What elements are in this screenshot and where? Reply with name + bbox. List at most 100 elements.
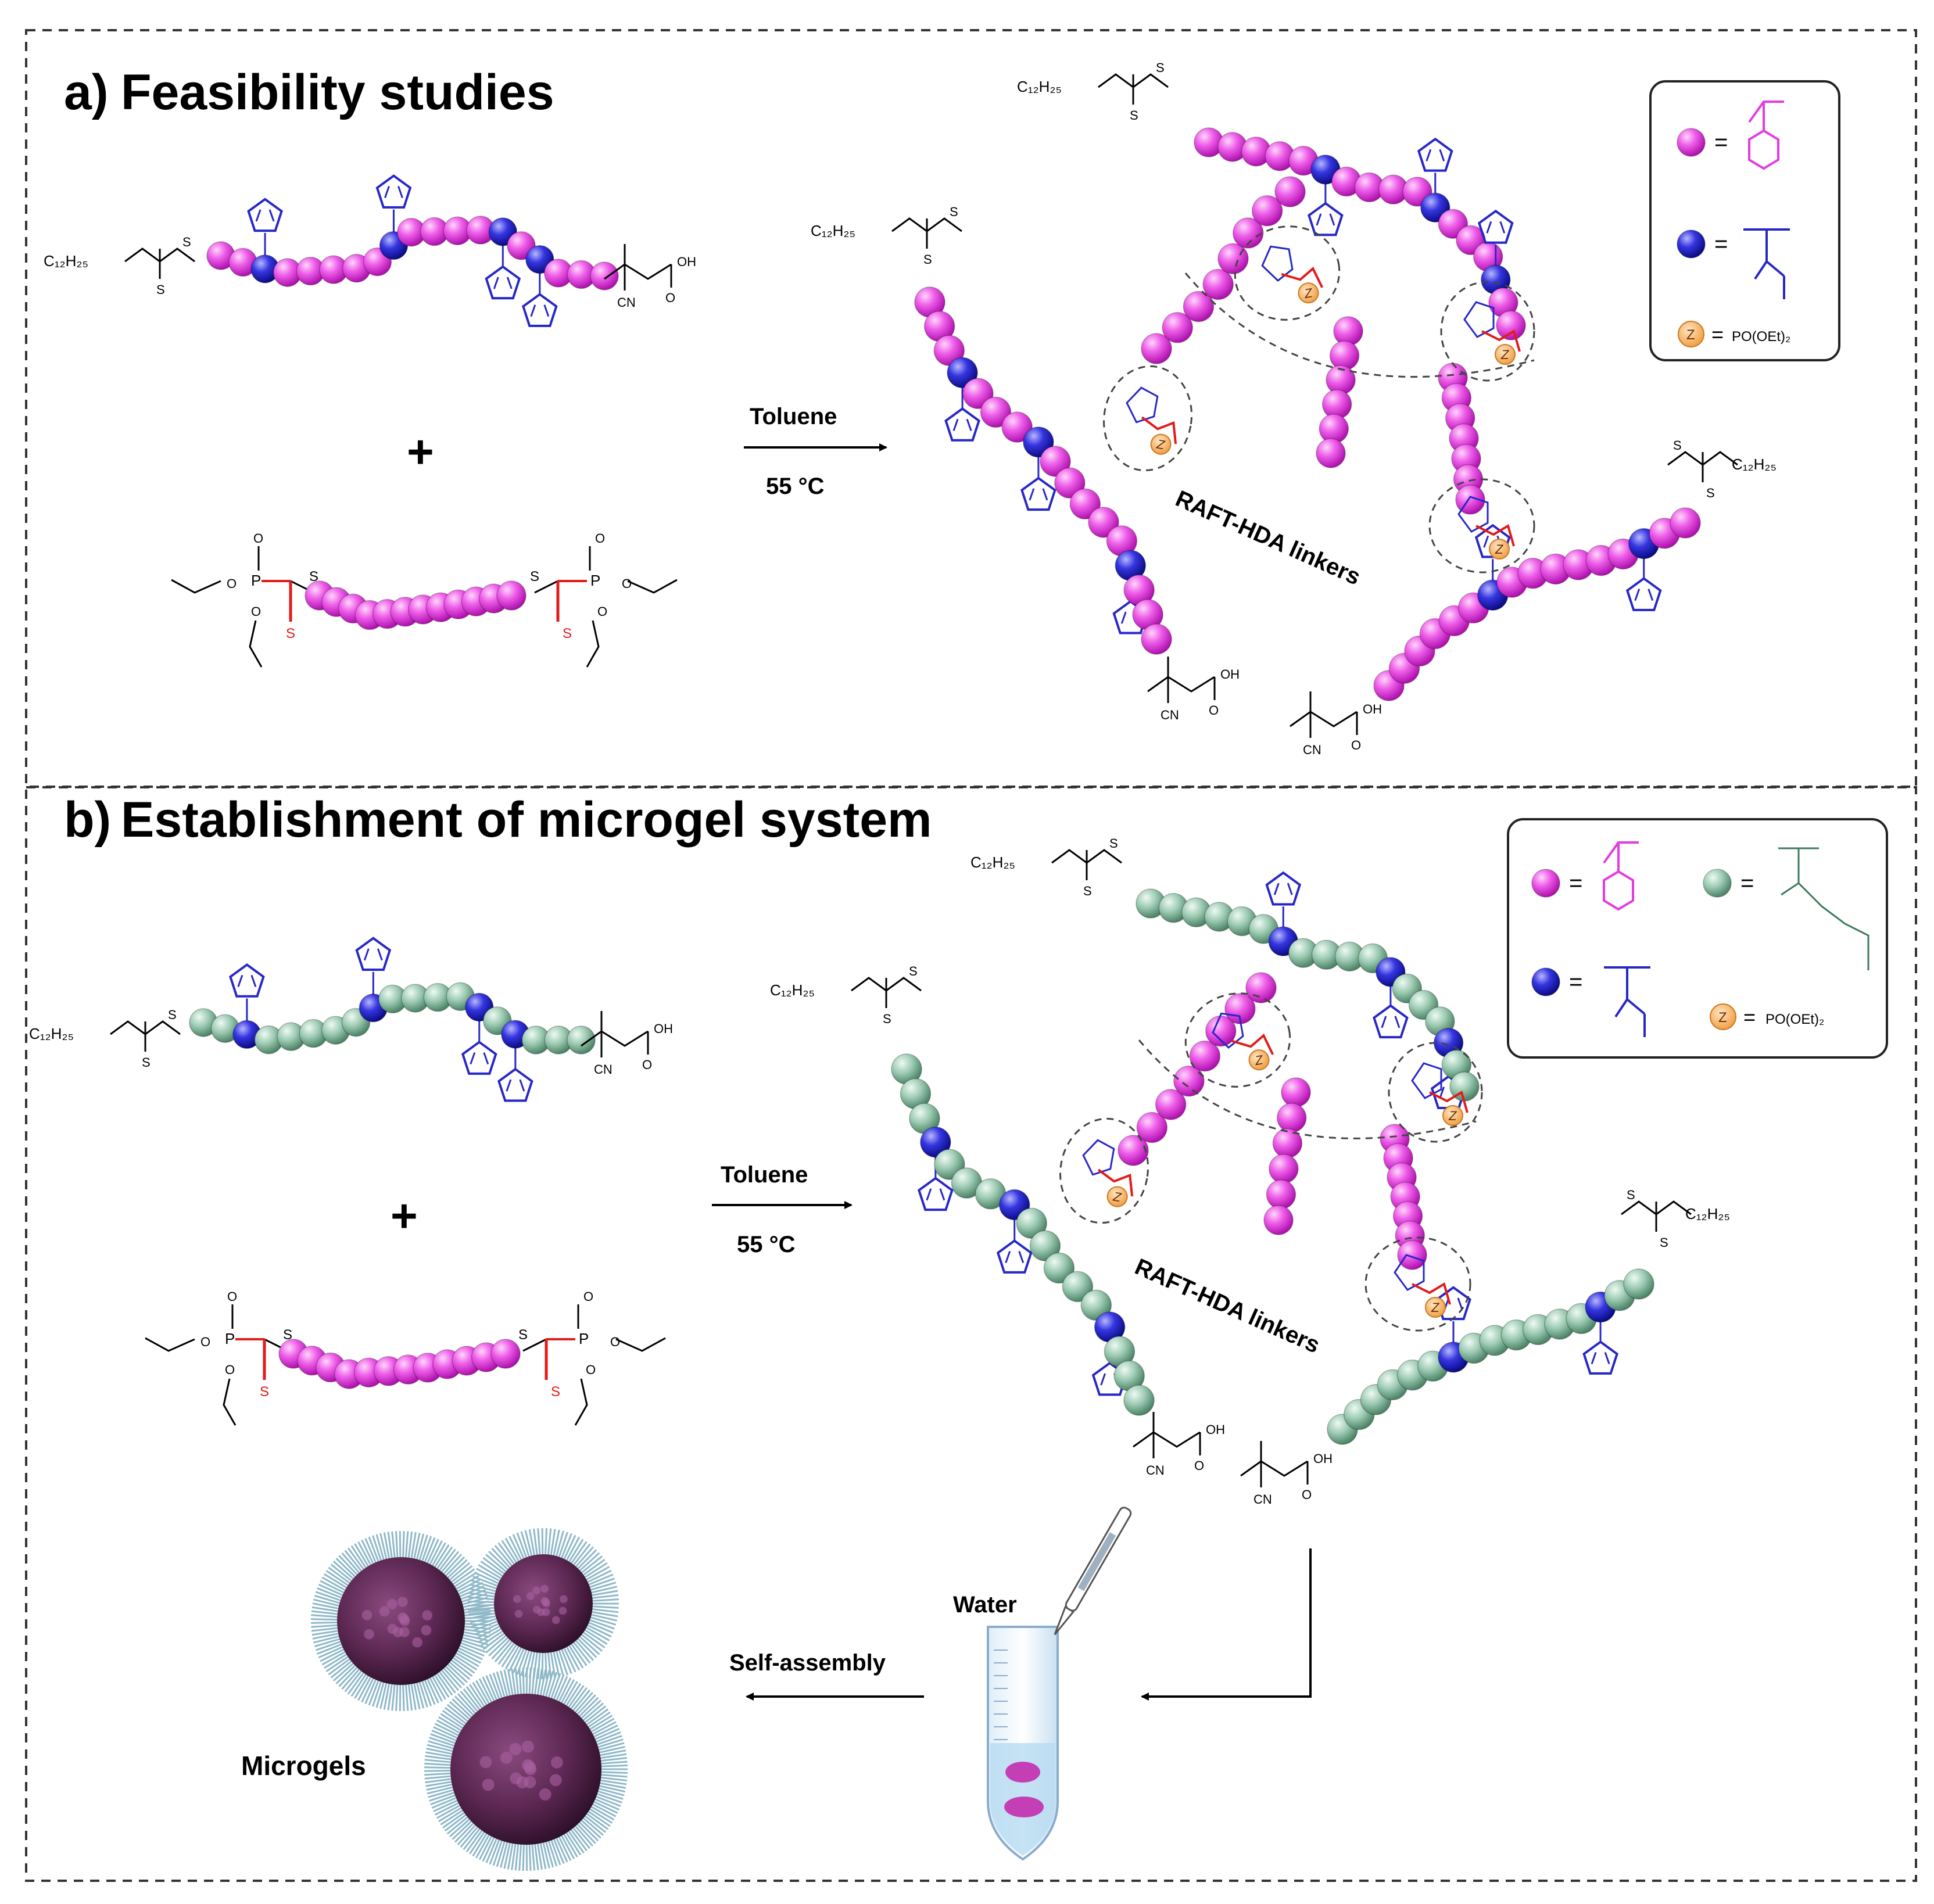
furan-ring-outline <box>1584 1342 1617 1374</box>
furan-ring-outline <box>1374 1006 1407 1037</box>
nitrile-label: CN <box>1146 1463 1165 1478</box>
tube-microgel-blob <box>1005 1762 1040 1783</box>
microgel-corona-chain <box>446 1557 464 1576</box>
microgel-texture <box>412 1637 422 1648</box>
furan-double-bond <box>1440 149 1444 161</box>
microgel-corona-chain <box>601 1775 628 1777</box>
furan-double-bond <box>1500 221 1505 233</box>
microgel-corona-chain <box>392 1684 395 1711</box>
microgel-corona-chain <box>532 1668 535 1694</box>
furan-double-bond <box>1635 589 1639 601</box>
furan-ring-outline <box>499 1069 532 1100</box>
styrene-bead <box>1670 508 1700 538</box>
acid-end-bonds <box>1290 712 1357 726</box>
furan-ring-icon <box>463 1042 496 1074</box>
dienophile-sulfur-label: S <box>563 626 572 641</box>
furan-ring-outline <box>1419 139 1452 170</box>
sulfur-label: S <box>1156 60 1165 75</box>
microgel-corona-chain <box>396 1685 397 1711</box>
legend-equals-sign: = <box>1740 870 1754 896</box>
microgel-corona-chain <box>311 1622 337 1623</box>
microgel-texture <box>559 1607 567 1615</box>
microgel-corona-chain <box>424 1773 450 1775</box>
dodecyl-label: C₁₂H₂₅ <box>29 1025 74 1042</box>
ethyl-bonds <box>145 1338 195 1351</box>
styrene-bead <box>1203 269 1233 299</box>
microgel-corona-chain <box>520 1668 521 1694</box>
microgel-corona-chain <box>403 1531 404 1557</box>
peg-monomer-bead <box>567 1026 595 1054</box>
furan-double-bond <box>520 1080 524 1091</box>
microgel-corona-chain <box>311 1625 337 1627</box>
phosphorus-label: P <box>590 572 600 589</box>
panel-a-title: Feasibility studies <box>121 64 554 120</box>
sulfur-label: S <box>168 1007 177 1022</box>
microgel-corona-chain <box>342 1669 359 1689</box>
furan-ring-outline <box>946 408 979 440</box>
microgel-corona-chain <box>523 1845 524 1871</box>
styrene-bead <box>497 581 526 610</box>
microgel-corona-chain <box>444 1669 461 1688</box>
furan-double-bond <box>385 187 389 198</box>
hydroxyl-label: OH <box>1206 1422 1225 1437</box>
legend-equals-sign: = <box>1711 322 1724 346</box>
furan-ring-icon <box>357 938 390 970</box>
microgel-corona-chain <box>542 1653 543 1679</box>
cycloadduct-ring <box>1412 1063 1441 1098</box>
microgel-texture <box>379 1607 390 1617</box>
thiocarbonyl-sulfur-label: S <box>1130 108 1138 123</box>
microgel-corona-chain <box>406 1685 407 1711</box>
cycloadduct-ring <box>1464 302 1494 337</box>
dienophile-sulfur-label: S <box>286 626 295 641</box>
nitrile-label: CN <box>617 295 636 310</box>
microgel-texture <box>397 1597 408 1607</box>
furan-double-bond <box>507 277 511 289</box>
dodecyl-label: C₁₂H₂₅ <box>1732 456 1777 473</box>
furan-double-bond <box>1317 214 1321 225</box>
thiocarbonyl-sulfur-label: S <box>142 1055 151 1070</box>
ethyl-bonds <box>587 621 599 667</box>
furan-ring-icon <box>523 295 556 326</box>
ethoxy-oxygen-label: O <box>586 1362 596 1377</box>
microgel-corona-chain <box>515 1844 518 1870</box>
legend-equals-sign: = <box>1714 231 1728 257</box>
microgel-corona-chain <box>392 1532 395 1558</box>
microgel-corona-chain <box>342 1553 359 1573</box>
sulfur-label: S <box>909 964 918 978</box>
microgel-texture <box>522 1741 534 1753</box>
furan-ring-icon <box>998 1241 1031 1272</box>
ethyl-bonds <box>616 1338 665 1351</box>
microgel-texture <box>362 1610 373 1620</box>
ethoxy-oxygen-label: O <box>251 604 261 619</box>
styrene-bead <box>590 262 618 290</box>
phosphoryl-oxygen-label: O <box>253 531 263 546</box>
panel-b-temperature-label: 55 °C <box>737 1232 796 1257</box>
dodecyl-label: C₁₂H₂₅ <box>970 854 1015 871</box>
furan-ring-icon <box>486 267 520 298</box>
hda-linker-site: Z <box>1096 359 1200 477</box>
furan-ring-outline <box>523 295 556 326</box>
microgel-texture <box>542 1608 550 1616</box>
z-legend-label: PO(OEt)₂ <box>1765 1012 1824 1027</box>
furan-double-bond <box>1487 221 1491 233</box>
furan-ring-outline <box>1309 203 1342 235</box>
ethoxy-oxygen-label: O <box>225 1362 235 1377</box>
thiocarbonyl-sulfur-label: S <box>1083 884 1092 898</box>
microgel-corona-chain <box>311 1628 338 1631</box>
microgel-corona-chain <box>593 1607 619 1608</box>
furan-double-bond <box>545 305 549 317</box>
microgel-texture <box>397 1612 408 1623</box>
furan-double-bond <box>378 949 382 960</box>
legend-equals-sign: = <box>1569 870 1582 896</box>
pipette-fill <box>1078 1532 1116 1591</box>
furan-double-bond <box>967 419 971 431</box>
panel-b-title: Establishment of microgel system <box>121 792 932 848</box>
nitrile-label: CN <box>594 1062 613 1077</box>
thiocarbonyl-sulfur-label: S <box>1706 486 1715 500</box>
styrene-bead <box>1277 1103 1306 1132</box>
panel-b-to-water-arrow <box>1142 1548 1310 1697</box>
styrene-bead <box>1532 869 1560 897</box>
ethyl-bonds <box>171 580 221 593</box>
